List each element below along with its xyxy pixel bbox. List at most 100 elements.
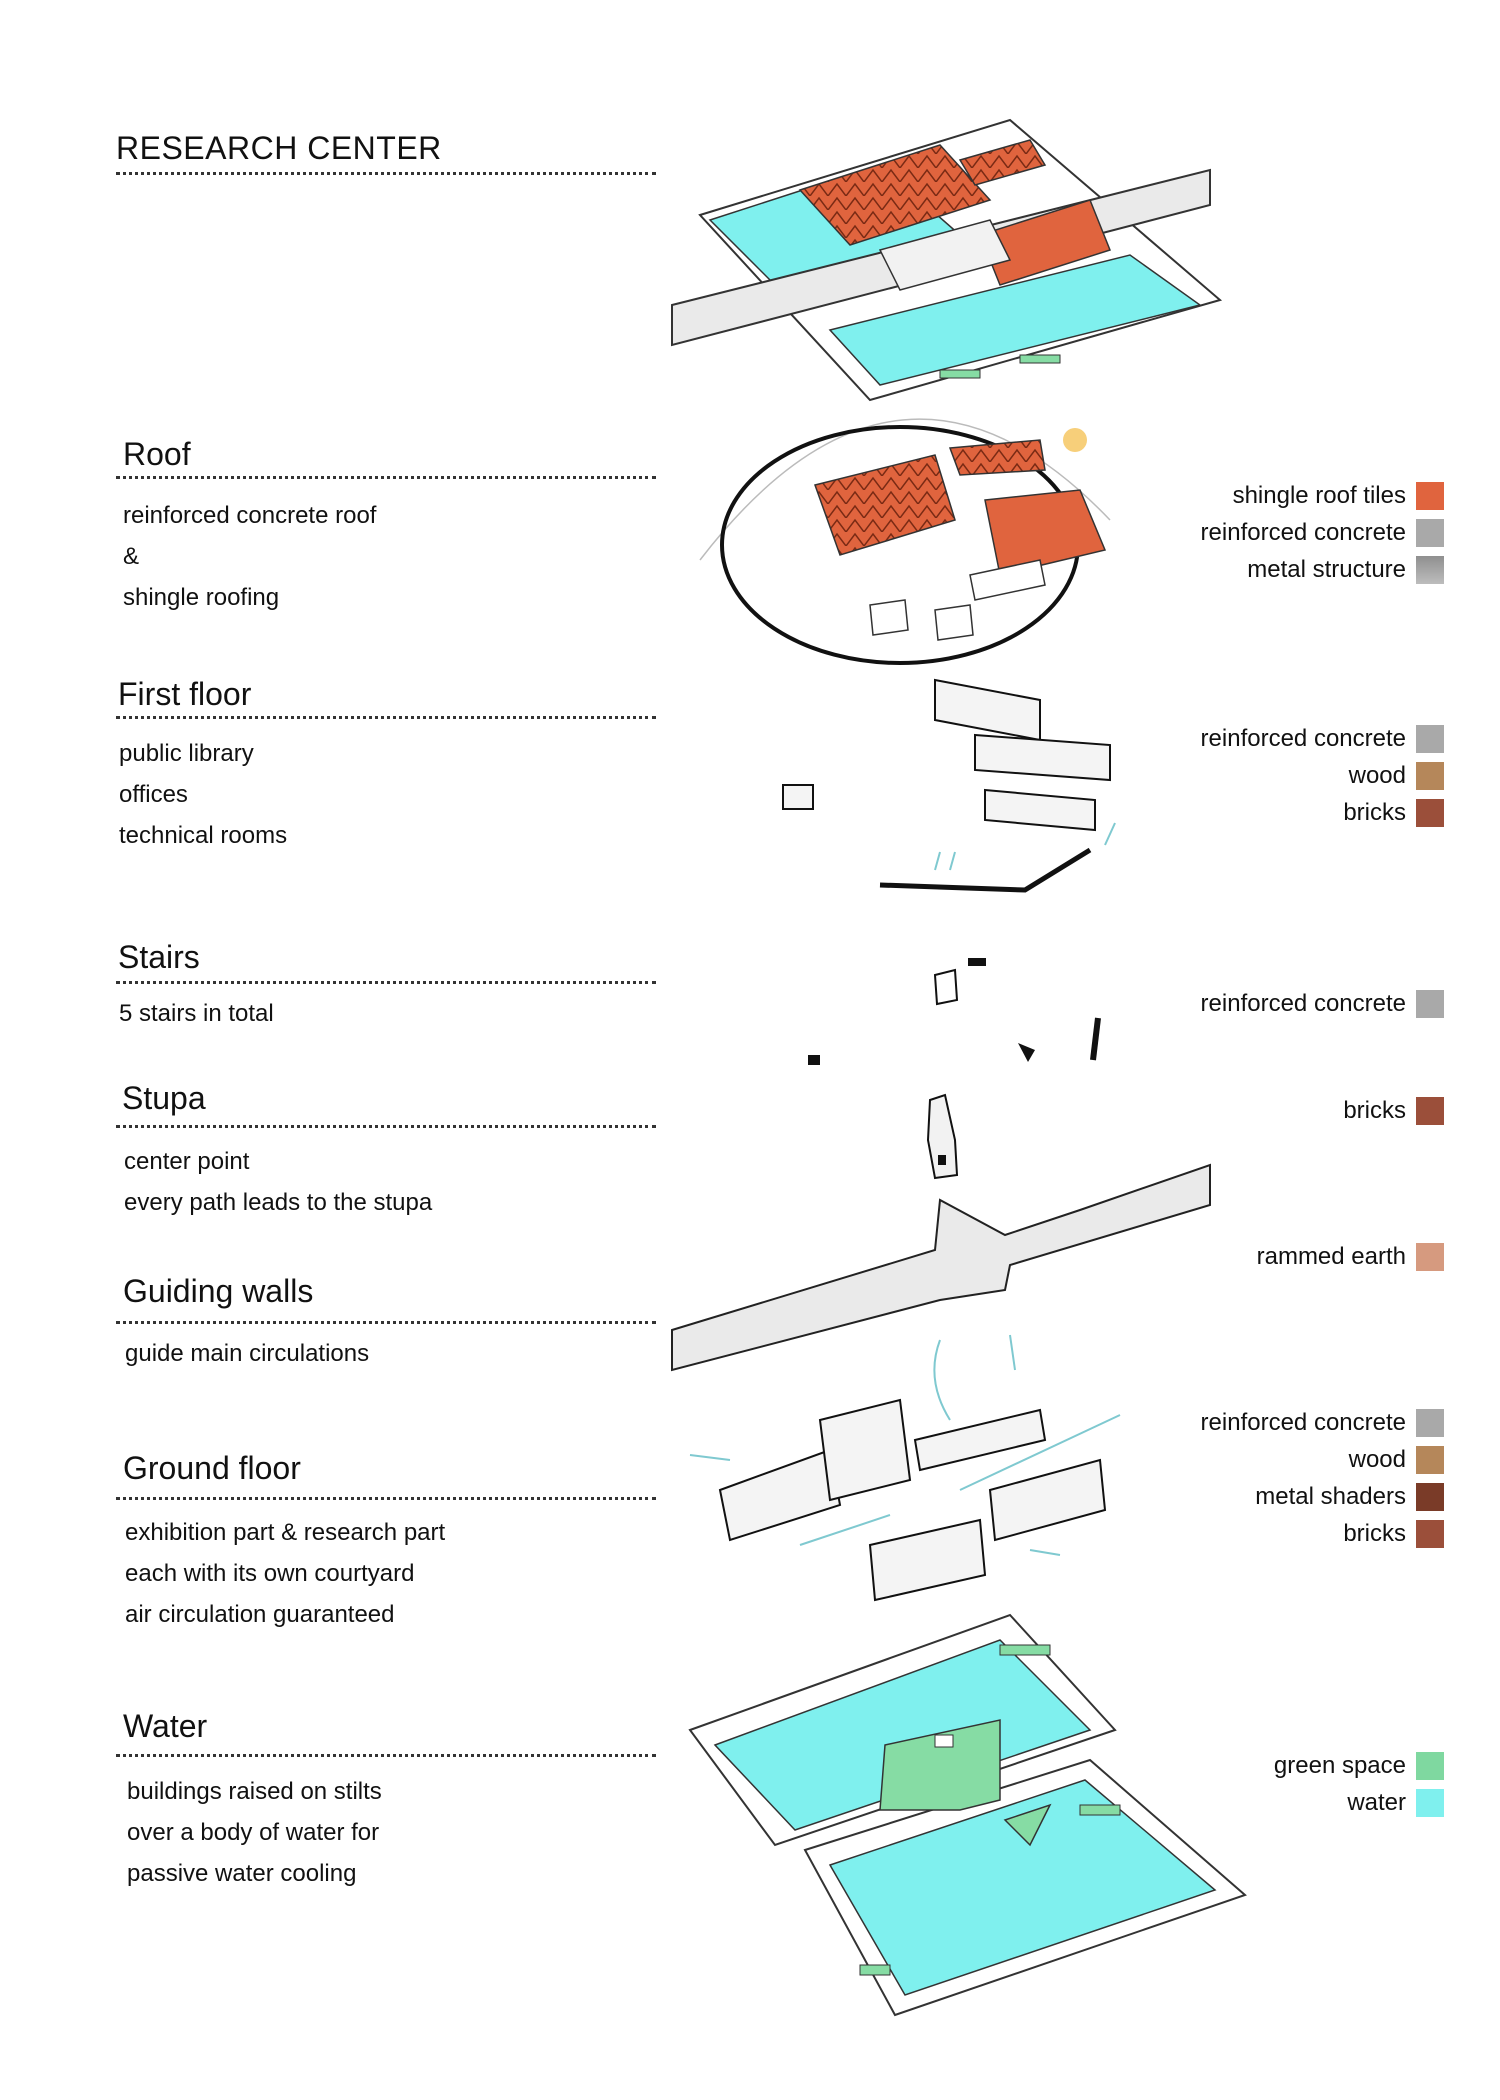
legend-label: rammed earth — [1256, 1242, 1406, 1270]
stupa-line-1: center point — [124, 1148, 250, 1175]
legend-label: shingle roof tiles — [1232, 481, 1406, 509]
water-line-1: buildings raised on stilts — [127, 1778, 382, 1805]
legend-item: bricks — [1201, 794, 1444, 831]
water-description: buildings raised on stilts over a body o… — [127, 1771, 382, 1894]
stairs-divider — [116, 981, 656, 984]
guiding-walls-legend: rammed earth — [1257, 1238, 1444, 1275]
legend-item: bricks — [1343, 1092, 1444, 1129]
green-strip-2 — [1019, 354, 1061, 364]
roof-line-3: shingle roofing — [123, 584, 280, 611]
legend-item: water — [1274, 1784, 1444, 1821]
ground-floor-line-1: exhibition part & research part — [125, 1519, 446, 1546]
stairs-legend: reinforced concrete — [1201, 985, 1444, 1022]
title-divider — [116, 172, 656, 175]
roof-layer — [699, 418, 1111, 665]
legend-label: metal structure — [1247, 555, 1406, 583]
roof-line-1: reinforced concrete roof — [123, 502, 377, 529]
water-layer — [688, 1613, 1247, 2017]
roof-divider — [116, 476, 656, 479]
ground-floor-description: exhibition part & research part each wit… — [125, 1512, 445, 1635]
legend-swatch — [1416, 1445, 1444, 1474]
legend-item: reinforced concrete — [1201, 985, 1444, 1022]
legend-item: wood — [1201, 757, 1444, 794]
legend-item: metal structure — [1201, 551, 1444, 588]
building-white — [878, 219, 1012, 291]
stairs-description: 5 stairs in total — [119, 993, 274, 1034]
stupa-description: center point every path leads to the stu… — [124, 1141, 432, 1223]
legend-swatch — [1416, 989, 1444, 1018]
legend-item: reinforced concrete — [1201, 720, 1444, 757]
ground-floor-layer — [689, 1334, 1121, 1602]
legend-label: reinforced concrete — [1200, 724, 1406, 752]
stupa-layer — [926, 1093, 959, 1180]
first-floor-legend: reinforced concrete wood bricks — [1201, 720, 1444, 831]
legend-swatch — [1416, 1408, 1444, 1437]
overall-model — [671, 118, 1223, 402]
guiding-walls-description: guide main circulations — [125, 1333, 369, 1374]
guiding-walls-layer — [671, 1163, 1211, 1372]
first-floor-line-3: technical rooms — [119, 822, 288, 849]
legend-item: green space — [1274, 1747, 1444, 1784]
roof-description: reinforced concrete roof & shingle roofi… — [123, 495, 376, 618]
roof-title: Roof — [123, 436, 191, 472]
first-floor-description: public library offices technical rooms — [119, 733, 287, 856]
ground-floor-divider — [116, 1497, 656, 1500]
roof-right — [979, 199, 1111, 286]
guiding-walls-line-1: guide main circulations — [125, 1340, 370, 1367]
legend-label: bricks — [1343, 1096, 1406, 1124]
guiding-walls-divider — [116, 1321, 656, 1324]
legend-item: reinforced concrete — [1201, 1404, 1444, 1441]
first-floor-divider — [116, 716, 656, 719]
first-floor-title: First floor — [118, 676, 252, 712]
legend-label: bricks — [1343, 1519, 1406, 1547]
ground-floor-legend: reinforced concrete wood metal shaders b… — [1201, 1404, 1444, 1552]
legend-swatch — [1416, 1096, 1444, 1125]
legend-swatch — [1416, 1519, 1444, 1548]
legend-label: wood — [1348, 761, 1406, 789]
legend-swatch — [1416, 1242, 1444, 1271]
legend-swatch — [1416, 724, 1444, 753]
stairs-layer — [808, 958, 1101, 1065]
water-title: Water — [123, 1708, 208, 1744]
legend-swatch — [1416, 518, 1444, 547]
pond-right — [828, 254, 1202, 386]
guiding-walls-title: Guiding walls — [123, 1273, 314, 1309]
legend-label: water — [1347, 1788, 1406, 1816]
legend-item: shingle roof tiles — [1201, 477, 1444, 514]
stupa-title: Stupa — [122, 1080, 206, 1116]
legend-swatch — [1416, 481, 1444, 510]
first-floor-line-1: public library — [119, 740, 254, 767]
legend-item: bricks — [1201, 1515, 1444, 1552]
legend-label: reinforced concrete — [1200, 989, 1406, 1017]
water-legend: green space water — [1274, 1747, 1444, 1821]
sun-arc — [699, 418, 1111, 561]
stupa-line-2: every path leads to the stupa — [124, 1189, 433, 1216]
ground-floor-title: Ground floor — [123, 1450, 301, 1486]
legend-item: reinforced concrete — [1201, 514, 1444, 551]
first-floor-layer — [782, 678, 1116, 893]
sun-icon — [1063, 428, 1087, 452]
ground-floor-line-3: air circulation guaranteed — [125, 1601, 395, 1628]
legend-swatch — [1416, 798, 1444, 827]
legend-swatch — [1416, 1788, 1444, 1817]
legend-label: bricks — [1343, 798, 1406, 826]
water-line-3: passive water cooling — [127, 1860, 357, 1887]
water-line-2: over a body of water for — [127, 1819, 380, 1846]
legend-label: reinforced concrete — [1200, 518, 1406, 546]
legend-label: reinforced concrete — [1200, 1408, 1406, 1436]
water-divider — [116, 1754, 656, 1757]
legend-item: rammed earth — [1257, 1238, 1444, 1275]
first-floor-line-2: offices — [119, 781, 188, 808]
roof-legend: shingle roof tiles reinforced concrete m… — [1201, 477, 1444, 588]
legend-item: wood — [1201, 1441, 1444, 1478]
roof-top — [958, 139, 1047, 186]
legend-swatch — [1416, 1751, 1444, 1780]
legend-label: metal shaders — [1255, 1482, 1406, 1510]
green-strip — [939, 369, 981, 379]
stairs-title: Stairs — [118, 939, 200, 975]
stairs-line-1: 5 stairs in total — [119, 1000, 274, 1027]
stupa-legend: bricks — [1343, 1092, 1444, 1129]
page-title: RESEARCH CENTER — [116, 130, 442, 166]
legend-swatch — [1416, 761, 1444, 790]
